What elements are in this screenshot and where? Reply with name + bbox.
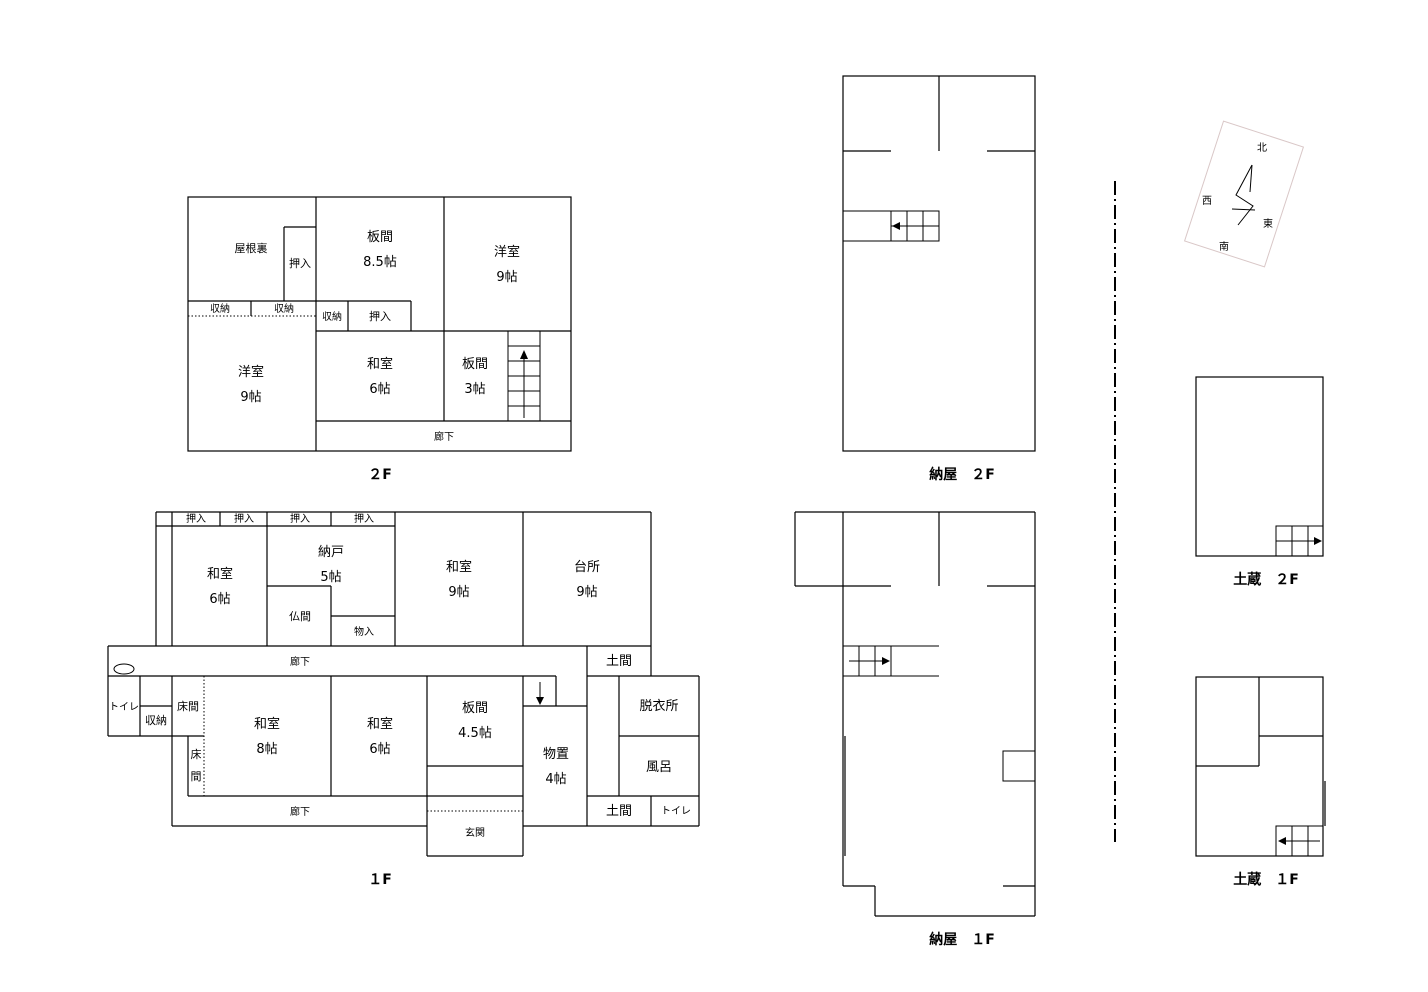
label-washitsu-1f-a: 和室: [207, 566, 233, 582]
label-oshiire-1f-4: 押入: [354, 512, 374, 525]
label-daidokoro-size: 9帖: [576, 585, 597, 600]
naya-2f-plan: [842, 75, 1036, 452]
label-furo: 風呂: [646, 760, 672, 775]
label-roka-2f: 廊下: [434, 430, 454, 443]
caption-naya-2f: 納屋 ２F: [929, 466, 995, 483]
label-roka-1f-b: 廊下: [290, 805, 310, 818]
label-toilet-1f-b: トイレ: [661, 806, 691, 817]
dozo-1f-plan: [1195, 676, 1326, 857]
label-washitsu-1f-a-size: 6帖: [209, 592, 230, 607]
label-washitsu-2f-size: 6帖: [369, 382, 390, 397]
label-toilet-1f-a: トイレ: [109, 702, 139, 713]
label-shuno-2f-a: 収納: [210, 302, 230, 315]
floor-1f-plan: [107, 511, 700, 857]
label-washitsu-1f-d: 和室: [367, 716, 393, 732]
label-monooki: 物置: [543, 747, 569, 762]
label-itama-2f-a-size: 8.5帖: [363, 255, 397, 270]
caption-naya-1f: 納屋 １F: [929, 931, 995, 948]
label-tokonoma-1f-b-top: 床: [191, 747, 202, 761]
caption-dozo-1f: 土蔵 １F: [1233, 871, 1299, 888]
label-oshiire-1f-2: 押入: [234, 512, 254, 525]
compass-south: 南: [1219, 240, 1229, 253]
label-yoshitsu-2f-a-size: 9帖: [496, 270, 517, 285]
label-washitsu-1f-c: 和室: [254, 716, 280, 732]
label-itama-1f-size: 4.5帖: [458, 726, 492, 741]
label-yoshitsu-2f-b-size: 9帖: [240, 390, 261, 405]
label-yaneura: 屋根裏: [235, 241, 268, 255]
label-itama-2f-b-size: 3帖: [464, 382, 485, 397]
label-nando: 納戸: [318, 545, 344, 560]
floor-2f-plan: [187, 196, 572, 452]
compass-north: 北: [1257, 142, 1267, 154]
label-nando-size: 5帖: [320, 570, 341, 585]
label-shuno-2f-c: 収納: [322, 310, 342, 323]
caption-2f: ２F: [368, 467, 392, 483]
label-butsuma: 仏間: [289, 610, 311, 623]
label-washitsu-1f-c-size: 8帖: [256, 742, 277, 757]
caption-dozo-2f: 土蔵 ２F: [1233, 571, 1299, 588]
label-itama-1f: 板間: [462, 701, 488, 716]
label-oshiire-2f-a: 押入: [289, 256, 311, 270]
caption-1f: １F: [368, 872, 392, 888]
label-yoshitsu-2f-a: 洋室: [494, 244, 520, 260]
label-oshiire-2f-b: 押入: [369, 309, 391, 323]
label-oshiire-1f-1: 押入: [186, 512, 206, 525]
label-tokonoma-1f-a: 床間: [177, 699, 199, 713]
dozo-2f-plan: [1195, 376, 1324, 557]
label-shuno-1f: 収納: [145, 714, 167, 727]
label-itama-2f-b: 板間: [462, 357, 488, 372]
label-monoire: 物入: [354, 625, 374, 638]
compass-east: 東: [1263, 217, 1273, 230]
label-washitsu-1f-d-size: 6帖: [369, 742, 390, 757]
label-washitsu-2f: 和室: [367, 356, 393, 372]
label-doma-1f-a: 土間: [606, 654, 632, 669]
label-daidokoro: 台所: [574, 560, 600, 575]
label-itama-2f-a: 板間: [367, 230, 393, 245]
label-genkan: 玄関: [465, 826, 485, 839]
compass-needle-icon: [1231, 164, 1256, 226]
label-oshiire-1f-3: 押入: [290, 512, 310, 525]
label-doma-1f-b: 土間: [606, 804, 632, 819]
label-yoshitsu-2f-b: 洋室: [238, 364, 264, 380]
label-datsuijo: 脱衣所: [639, 698, 678, 714]
label-washitsu-1f-b: 和室: [446, 559, 472, 575]
label-roka-1f-a: 廊下: [290, 655, 310, 668]
label-washitsu-1f-b-size: 9帖: [448, 585, 469, 600]
label-shuno-2f-b: 収納: [274, 302, 294, 315]
compass-card: [1183, 120, 1305, 268]
naya-1f-plan: [794, 511, 1036, 917]
label-monooki-size: 4帖: [545, 772, 566, 787]
compass-west: 西: [1202, 196, 1212, 207]
label-tokonoma-1f-b-bottom: 間: [191, 770, 202, 783]
